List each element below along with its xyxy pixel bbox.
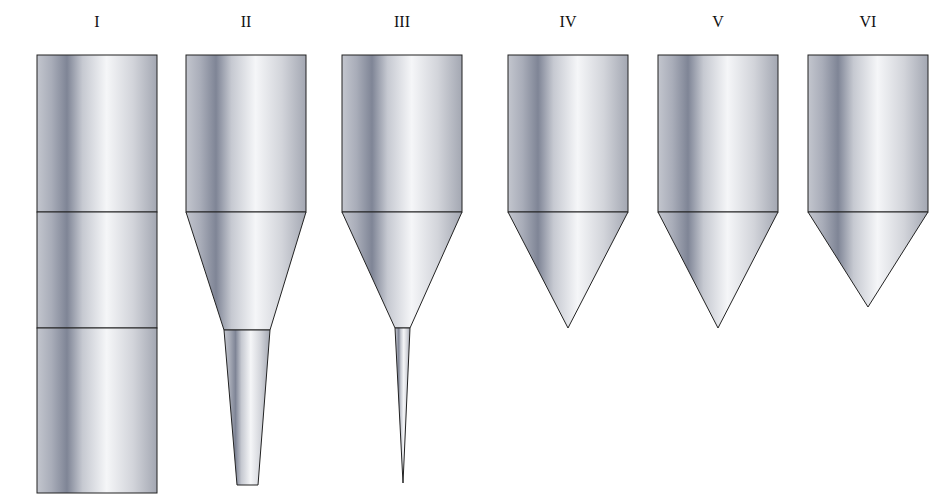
roman-numeral-label: III xyxy=(394,14,410,30)
cylinder-stack xyxy=(37,55,157,493)
cone-tip-tool xyxy=(658,55,778,328)
roman-numeral-label: VI xyxy=(860,14,877,30)
stepped-cone-tool xyxy=(186,55,306,485)
cone-tip-tool xyxy=(508,55,628,328)
roman-numeral-label: I xyxy=(94,14,99,30)
needle-tool xyxy=(342,55,462,483)
roman-numeral-label: II xyxy=(241,14,252,30)
roman-numeral-label: IV xyxy=(560,14,577,30)
cone-tip-tool xyxy=(808,55,928,307)
roman-numeral-label: V xyxy=(712,14,724,30)
